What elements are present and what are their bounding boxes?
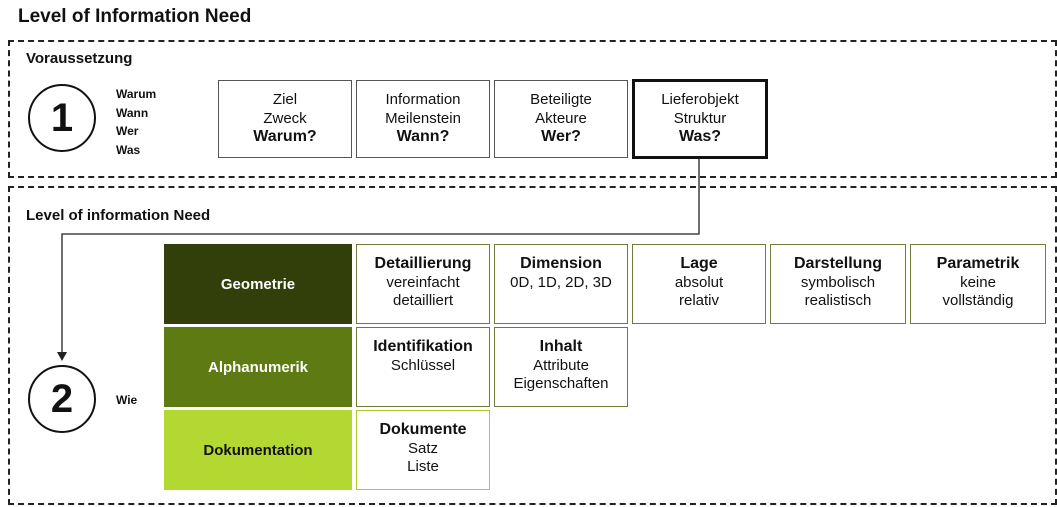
prerequisite-question-list: Warum Wann Wer Was	[116, 85, 156, 159]
box-beteiligte-line1: Beteiligte	[530, 91, 592, 109]
category-dokumentation: Dokumentation	[164, 410, 352, 490]
cell-parametrik-line1: keine	[960, 273, 996, 291]
step-2-number: 2	[50, 376, 74, 421]
step-1-circle: 1	[28, 84, 96, 152]
cell-dimension-line1: 0D, 1D, 2D, 3D	[510, 273, 612, 291]
cell-identifikation-line1: Schlüssel	[390, 356, 456, 374]
cell-lage: Lage absolut relativ	[632, 244, 766, 324]
page-title: Level of Information Need	[18, 6, 252, 27]
cell-dokumente-head: Dokumente	[379, 421, 467, 438]
cell-dimension: Dimension 0D, 1D, 2D, 3D	[494, 244, 628, 324]
box-lieferobjekt-question: Was?	[678, 128, 722, 146]
question-wann: Wann	[116, 105, 149, 120]
cell-inhalt-line2: Eigenschaften	[513, 375, 609, 392]
category-alphanumerik-label: Alphanumerik	[207, 358, 309, 376]
cell-darstellung-line2: realistisch	[804, 292, 872, 309]
cell-dokumente-line1: Satz	[407, 439, 438, 457]
category-geometrie-label: Geometrie	[220, 275, 296, 293]
prerequisite-label: Voraussetzung	[26, 50, 133, 67]
step-2-circle: 2	[28, 365, 96, 433]
information-need-label: Level of information Need	[26, 207, 211, 224]
cell-identifikation-head: Identifikation	[373, 338, 473, 355]
box-lieferobjekt-line1: Lieferobjekt	[661, 91, 739, 109]
cell-lage-line1: absolut	[674, 273, 724, 291]
connector-arrowhead	[57, 352, 67, 361]
box-beteiligte: Beteiligte Akteure Wer?	[494, 80, 628, 158]
box-information: Information Meilenstein Wann?	[356, 80, 490, 158]
category-alphanumerik: Alphanumerik	[164, 327, 352, 407]
cell-lage-line2: relativ	[678, 292, 719, 309]
prerequisite-frame	[8, 40, 1057, 178]
cell-detaillierung-line1: vereinfacht	[386, 273, 460, 291]
box-information-line2: Meilenstein	[385, 109, 461, 127]
information-need-frame	[8, 186, 1057, 505]
connector-line	[61, 159, 700, 352]
box-lieferobjekt: Lieferobjekt Struktur Was?	[632, 79, 768, 159]
cell-lage-head: Lage	[680, 255, 718, 272]
cell-identifikation: Identifikation Schlüssel	[356, 327, 490, 407]
cell-inhalt-head: Inhalt	[539, 338, 583, 355]
box-ziel-line2: Zweck	[263, 109, 307, 127]
question-wie: Wie	[116, 393, 138, 407]
box-beteiligte-question: Wer?	[541, 128, 581, 146]
cell-dokumente-line2: Liste	[407, 458, 439, 475]
step-1-number: 1	[50, 95, 74, 140]
question-warum: Warum	[116, 87, 157, 101]
box-information-question: Wann?	[396, 128, 450, 146]
cell-dimension-head: Dimension	[520, 255, 602, 272]
question-wer: Wer	[116, 124, 139, 138]
cell-detaillierung-head: Detaillierung	[374, 255, 472, 272]
question-was: Was	[116, 142, 141, 157]
box-lieferobjekt-line2: Struktur	[673, 109, 727, 127]
box-information-line1: Information	[385, 91, 461, 109]
cell-parametrik-line2: vollständig	[942, 292, 1014, 309]
cell-inhalt-line1: Attribute	[533, 356, 589, 374]
cell-detaillierung: Detaillierung vereinfacht detailliert	[356, 244, 490, 324]
box-beteiligte-line2: Akteure	[535, 109, 587, 127]
box-ziel-question: Warum?	[253, 128, 317, 146]
cell-detaillierung-line2: detailliert	[392, 292, 454, 309]
cell-parametrik: Parametrik keine vollständig	[910, 244, 1046, 324]
cell-inhalt: Inhalt Attribute Eigenschaften	[494, 327, 628, 407]
category-dokumentation-label: Dokumentation	[203, 441, 313, 459]
category-geometrie: Geometrie	[164, 244, 352, 324]
box-ziel: Ziel Zweck Warum?	[218, 80, 352, 158]
cell-darstellung: Darstellung symbolisch realistisch	[770, 244, 906, 324]
cell-darstellung-head: Darstellung	[793, 255, 882, 272]
cell-dokumente: Dokumente Satz Liste	[356, 410, 490, 490]
cell-parametrik-head: Parametrik	[936, 255, 1020, 272]
box-ziel-line1: Ziel	[272, 91, 298, 109]
cell-darstellung-line1: symbolisch	[800, 273, 876, 291]
